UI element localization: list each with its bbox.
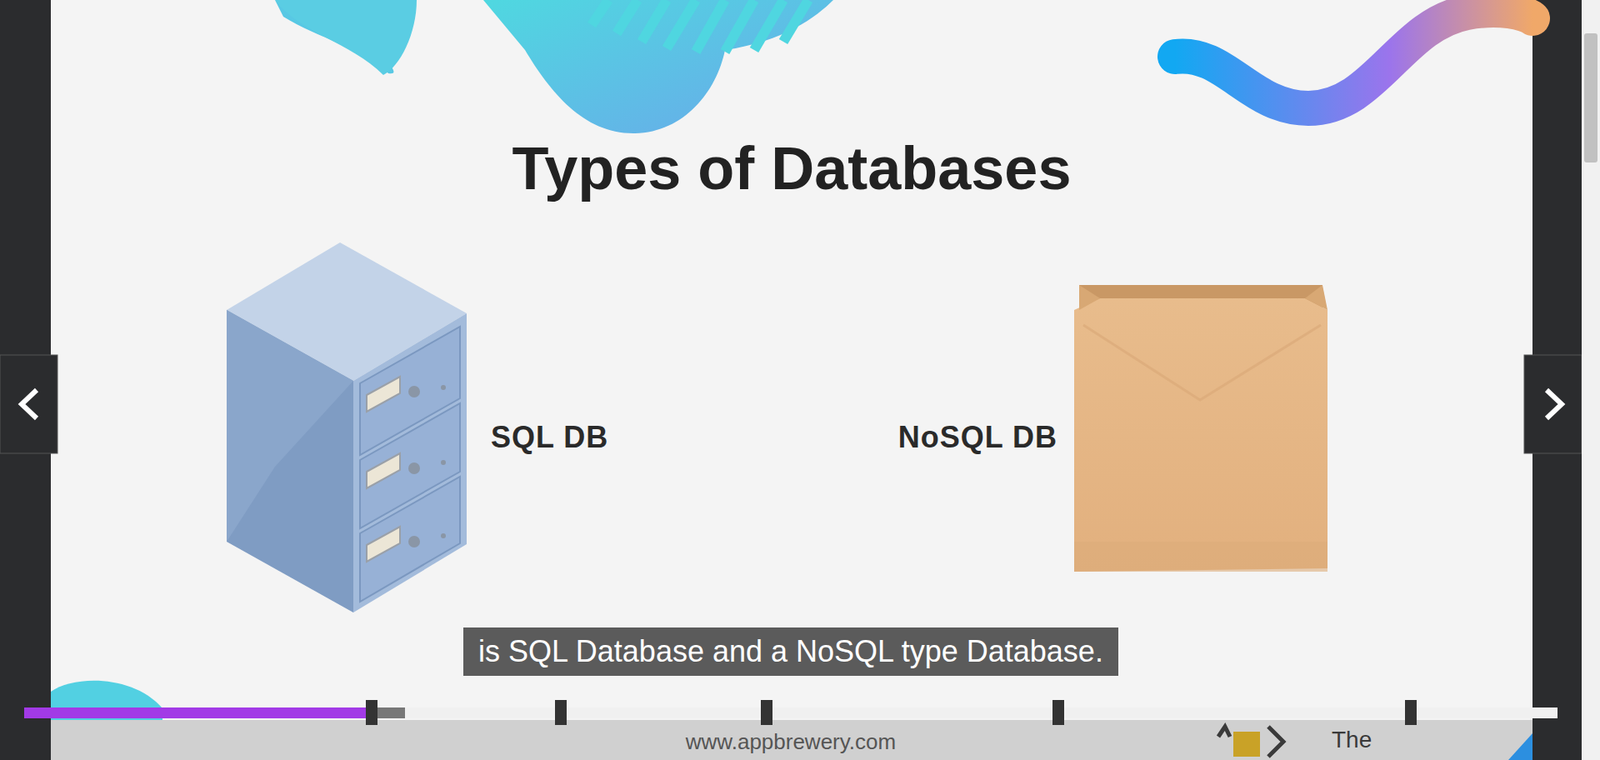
slide-ground <box>50 0 1533 760</box>
slide-title: Types of Databases <box>512 134 1072 203</box>
scrollbar-thumb <box>1584 33 1598 163</box>
decor-stripes <box>591 0 809 52</box>
db-label: SQL DB <box>490 420 609 455</box>
decor-corner <box>1508 733 1533 760</box>
chapter-markers <box>365 700 1417 725</box>
next-button <box>1524 355 1582 454</box>
logo-mug <box>1218 726 1284 757</box>
prev-button <box>0 355 58 454</box>
decor-blob <box>275 0 417 75</box>
subtitle-caption: is SQL Database and a NoSQL type Databas… <box>463 627 1119 676</box>
scrollbar <box>1581 0 1600 760</box>
website-url: www.appbrewery.com <box>685 729 896 755</box>
control-strip <box>50 720 1533 760</box>
sql-cabinet <box>226 242 467 613</box>
logo-text: The <box>1331 726 1372 754</box>
decor-wave <box>1175 10 1533 109</box>
db-label: NoSQL DB <box>898 420 1058 455</box>
decor-blob <box>483 0 834 134</box>
progress-played <box>24 707 373 719</box>
nosql-bag <box>1074 285 1328 572</box>
progress-track <box>24 707 1558 719</box>
